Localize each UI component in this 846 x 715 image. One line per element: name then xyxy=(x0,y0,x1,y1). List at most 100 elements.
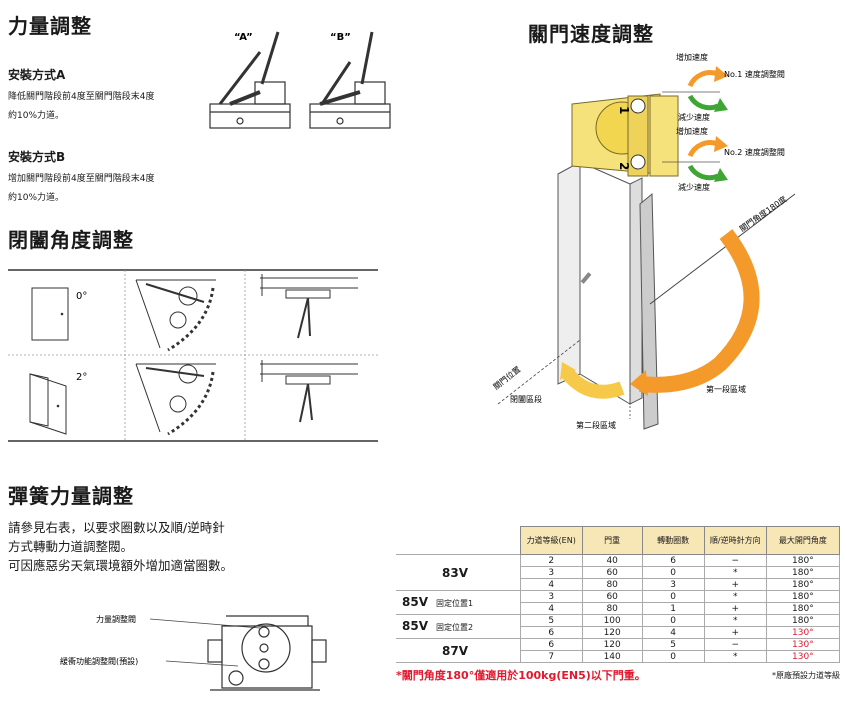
zone1-label: 第一段區域 xyxy=(706,384,746,394)
model-name: 85V xyxy=(402,594,428,609)
table-cell: 80 xyxy=(581,578,643,591)
table-cell: + xyxy=(703,602,767,615)
door-2-icon xyxy=(29,373,67,435)
method-a-title: 安裝方式A xyxy=(8,68,66,82)
table-cell: 3 xyxy=(641,578,705,591)
header-cell: 最大開門角度 xyxy=(765,526,841,555)
angle-adjust-diagram: 0° 2° xyxy=(8,269,378,442)
label-a: “A” xyxy=(234,32,253,43)
decrease-arrow-1 xyxy=(687,94,719,111)
table-cell: 130° xyxy=(765,650,841,663)
model-cell: 85V 固定位置1 xyxy=(396,590,521,615)
install-method-illustration: “A” “B” xyxy=(209,31,391,129)
table-cell: 180° xyxy=(765,578,841,591)
angle-title: 閉闔角度調整 xyxy=(8,228,134,252)
table-cell: 130° xyxy=(765,626,841,639)
table-cell: 180° xyxy=(765,566,841,579)
zone2-label: 第二段區域 xyxy=(576,420,616,430)
table-cell: 3 xyxy=(519,566,583,579)
table-cell: 0 xyxy=(641,566,705,579)
table-cell: 3 xyxy=(519,590,583,603)
header-cell: 順/逆時針方向 xyxy=(703,526,767,555)
method-a-desc: 降低關門階段前4度至關門階段末4度 約10%力道。 xyxy=(8,92,155,121)
table-cell: 40 xyxy=(581,554,643,567)
table-cell: 130° xyxy=(765,638,841,651)
closer-end-drawing xyxy=(207,615,327,691)
table-cell: 120 xyxy=(581,626,643,639)
table-cell: 100 xyxy=(581,614,643,627)
table-cell: 2 xyxy=(519,554,583,567)
deg-2-label: 2° xyxy=(76,372,87,383)
table-cell: + xyxy=(703,626,767,639)
zone1-arrow xyxy=(639,229,760,393)
method-b-title: 安裝方式B xyxy=(8,150,66,164)
closer-a-drawing xyxy=(209,31,291,129)
dec-speed-2: 減少速度 xyxy=(678,182,710,192)
inc-speed-1: 增加速度 xyxy=(676,52,708,62)
model-cell: 83V xyxy=(396,554,521,591)
speed-title: 關門速度調整 xyxy=(528,22,654,46)
table-cell: 80 xyxy=(581,602,643,615)
mount-position: 固定位置1 xyxy=(436,598,474,608)
increase-arrow-2 xyxy=(687,140,719,158)
open-angle-label: 關門角度180度 xyxy=(737,194,788,234)
top-view-0 xyxy=(260,274,358,339)
table-cell: 0 xyxy=(641,614,705,627)
footnote-default: *原廠預設力道等級 xyxy=(772,671,840,680)
table-cell: 5 xyxy=(519,614,583,627)
buffer-valve-label: 緩衝功能調整閥(預設) xyxy=(60,656,138,666)
header-cell: 門重 xyxy=(581,526,643,555)
table-cell: + xyxy=(703,578,767,591)
label-b: “B” xyxy=(330,32,351,43)
top-view-2 xyxy=(260,360,358,423)
table-cell: 6 xyxy=(519,626,583,639)
table-cell: 4 xyxy=(519,602,583,615)
spring-valve-diagram: 力量調整閥 緩衝功能調整閥(預設) xyxy=(60,614,327,691)
door-leaf xyxy=(557,161,643,405)
angle-fan-0 xyxy=(135,279,216,352)
table-cell: 5 xyxy=(641,638,705,651)
table-cell: 6 xyxy=(519,638,583,651)
svg-text:2: 2 xyxy=(617,162,631,170)
table-cell: 180° xyxy=(765,602,841,615)
deg-0-label: 0° xyxy=(76,291,87,302)
table-cell: 180° xyxy=(765,554,841,567)
increase-arrow-1 xyxy=(687,70,719,88)
table-cell: 7 xyxy=(519,650,583,663)
closer-body: 1 2 xyxy=(571,93,679,177)
inc-speed-2: 增加速度 xyxy=(676,126,708,136)
table-cell: − xyxy=(703,554,767,567)
table-cell: 0 xyxy=(641,590,705,603)
force-title: 力量調整 xyxy=(8,14,92,38)
latch-zone-label: 閉闔區段 xyxy=(510,394,542,404)
zone2-arrow xyxy=(562,369,625,399)
table-cell: 6 xyxy=(641,554,705,567)
model-name: 85V xyxy=(402,618,428,633)
table-cell: 120 xyxy=(581,638,643,651)
speed-adjust-diagram: 1 2 增加速度 No.1 速度調整閥 減少速度 增加速度 No.2 速度調整閥… xyxy=(491,52,796,430)
decrease-arrow-2 xyxy=(687,164,719,181)
table-cell: 180° xyxy=(765,590,841,603)
svg-text:1: 1 xyxy=(617,106,631,114)
table-cell: 60 xyxy=(581,566,643,579)
model-name: 83V xyxy=(442,565,468,580)
table-cell: * xyxy=(703,566,767,579)
header-cell: 轉動圈數 xyxy=(641,526,705,555)
spring-title: 彈簧力量調整 xyxy=(8,484,134,508)
dec-speed-1: 減少速度 xyxy=(678,112,710,122)
table-cell: 140 xyxy=(581,650,643,663)
table-cell: * xyxy=(703,590,767,603)
table-cell: 60 xyxy=(581,590,643,603)
model-name: 87V xyxy=(442,643,468,658)
